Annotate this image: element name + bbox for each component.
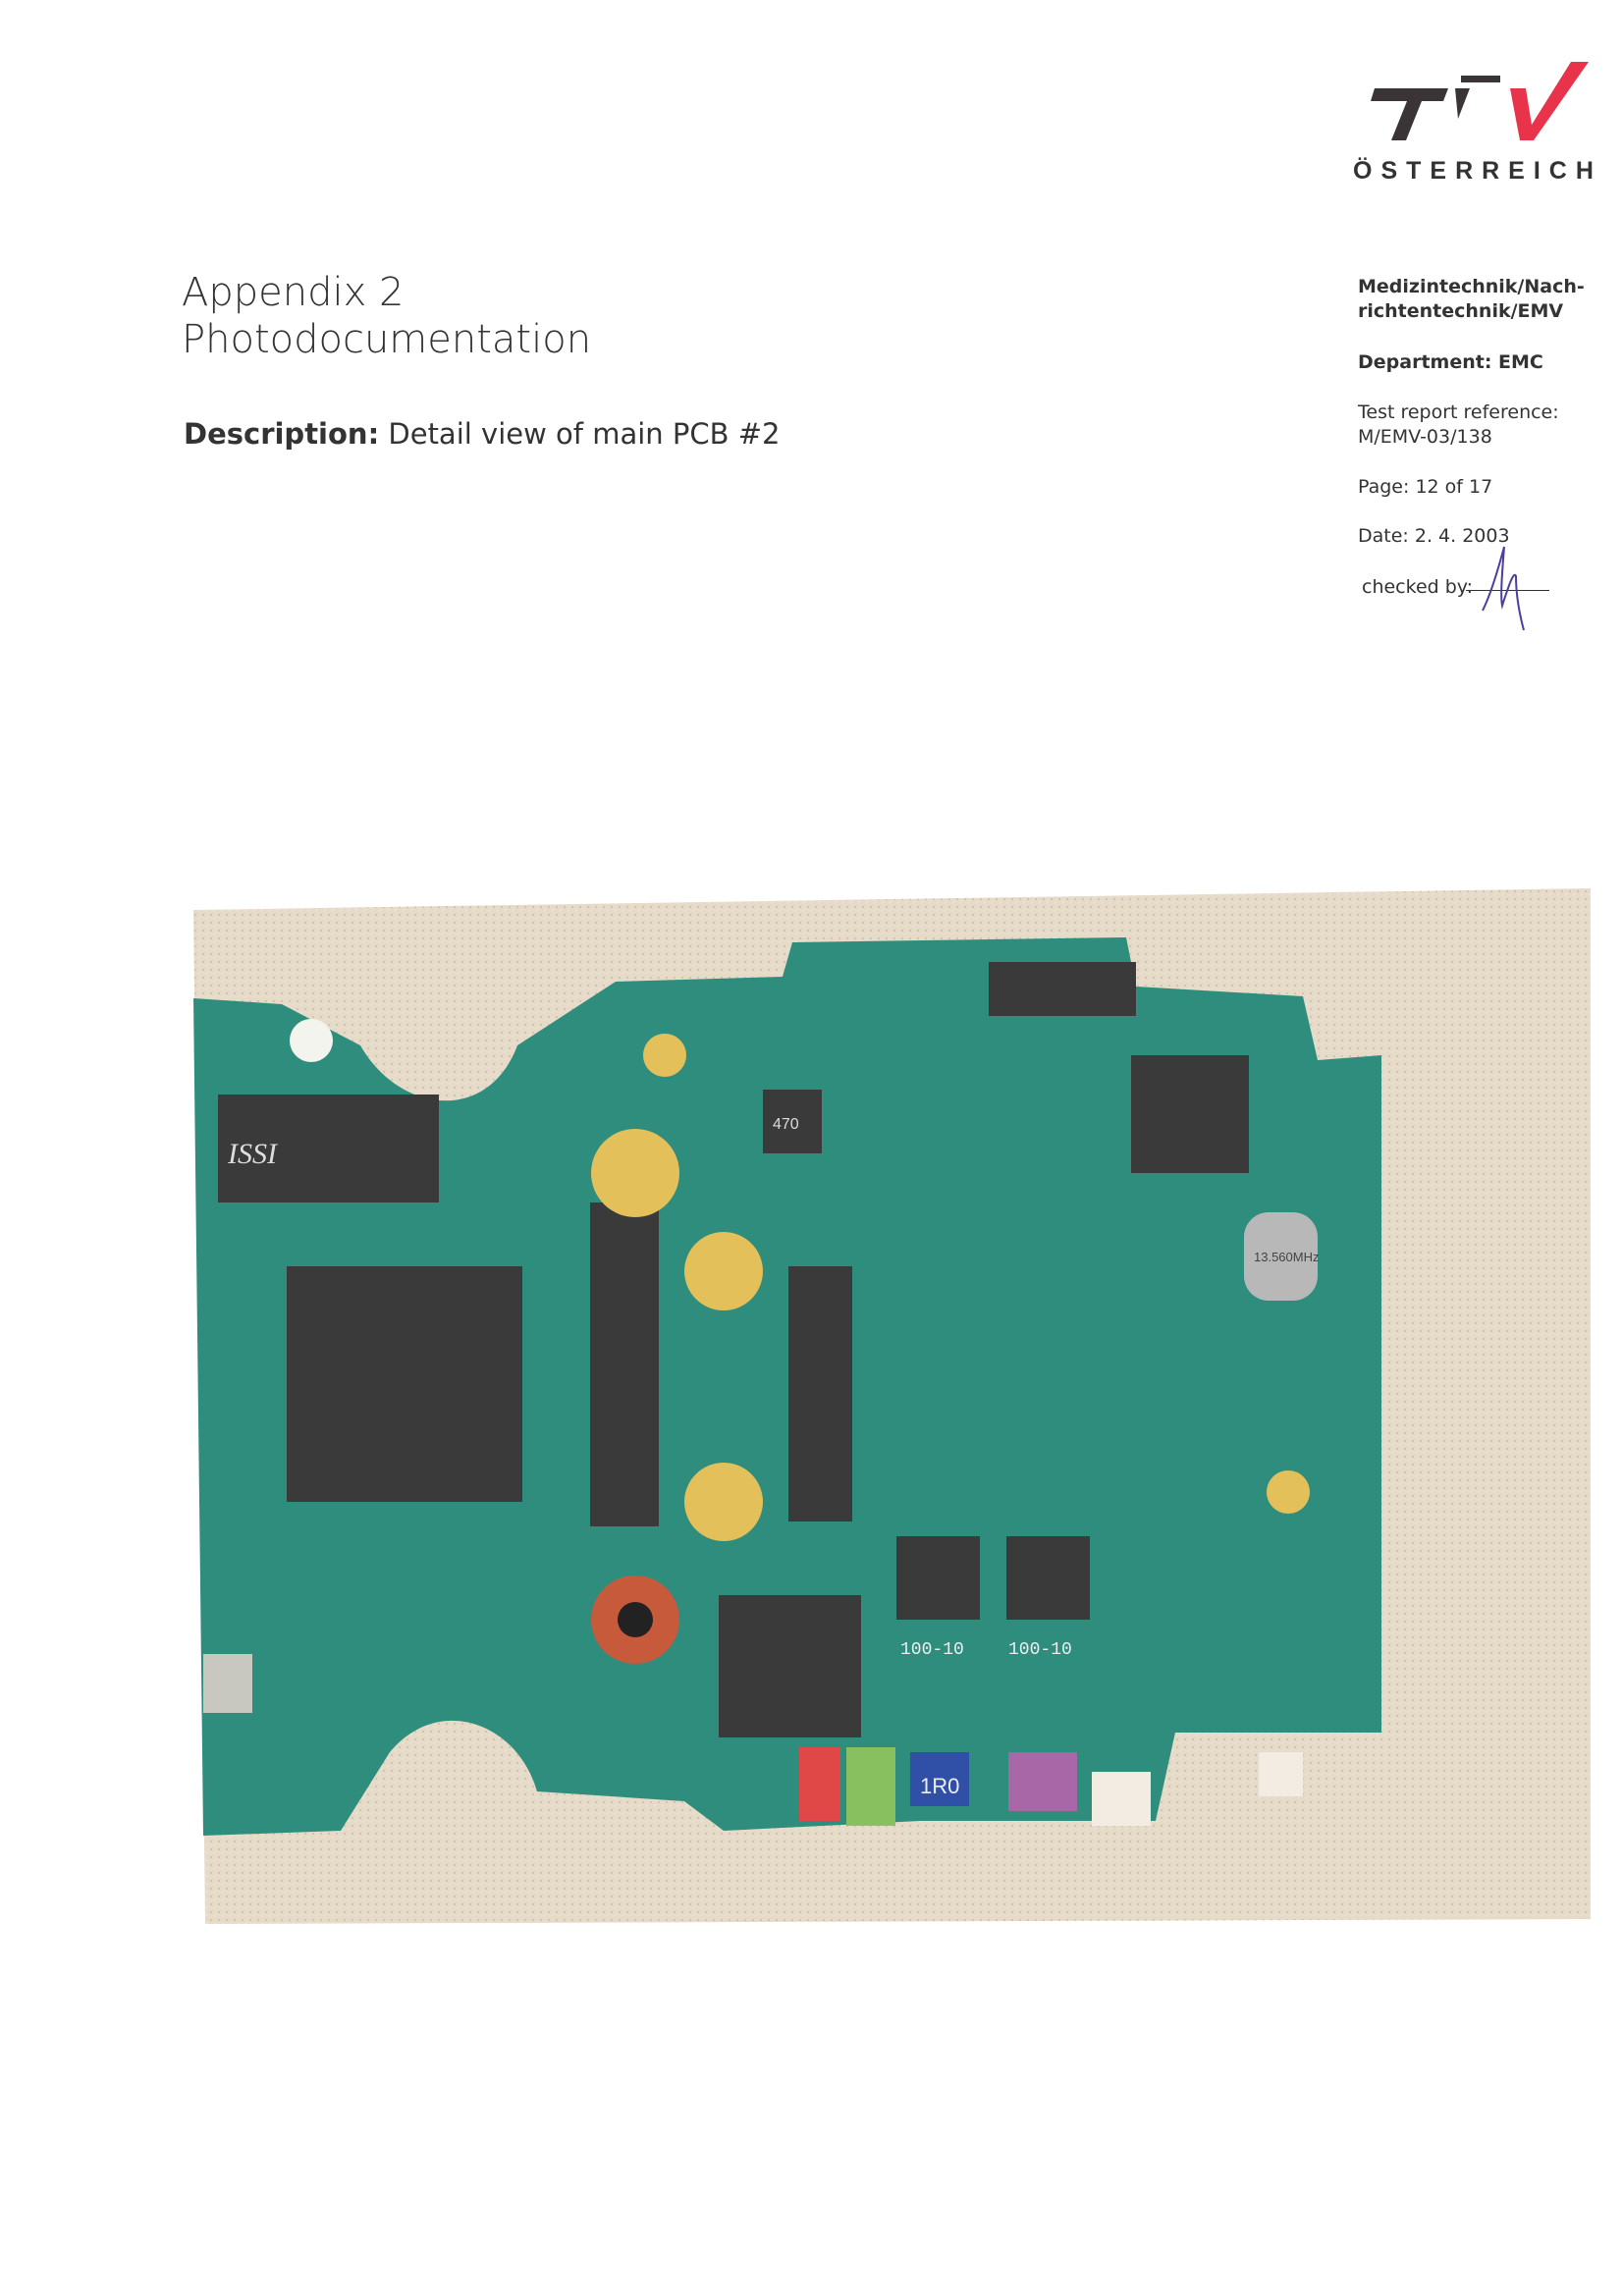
capacitor-label: 100-10 — [900, 1640, 964, 1660]
logo-subtitle: ÖSTERREICH — [1353, 157, 1602, 185]
division-line1: Medizintechnik/Nach- — [1358, 276, 1585, 297]
reference-value: M/EMV-03/138 — [1358, 426, 1492, 448]
section-title: Photodocumentation — [182, 317, 592, 362]
inductor-label: 1R0 — [920, 1774, 959, 1798]
checked-by-label: checked by: — [1362, 576, 1474, 598]
tuv-logo — [1371, 62, 1589, 140]
division-line2: richtentechnik/EMV — [1358, 300, 1564, 322]
department: Department: EMC — [1358, 351, 1543, 373]
description: Description: Detail view of main PCB #2 — [184, 417, 780, 451]
capacitor-label: 100-10 — [1008, 1640, 1072, 1660]
appendix-title: Appendix 2 — [182, 270, 405, 315]
description-text: Detail view of main PCB #2 — [388, 417, 781, 451]
crystal-label: 13.560MHz — [1254, 1250, 1319, 1264]
pcb-photo: ISSI 1R0 100-10 100-10 470 13.560MHz — [193, 888, 1591, 1924]
page-number: Page: 12 of 17 — [1358, 476, 1493, 498]
description-label: Description: — [184, 417, 380, 451]
reference-label: Test report reference: — [1358, 401, 1559, 423]
date: Date: 2. 4. 2003 — [1358, 525, 1510, 547]
signature — [1482, 546, 1525, 631]
chip-label: ISSI — [227, 1138, 279, 1170]
inductor-label: 470 — [773, 1116, 799, 1133]
